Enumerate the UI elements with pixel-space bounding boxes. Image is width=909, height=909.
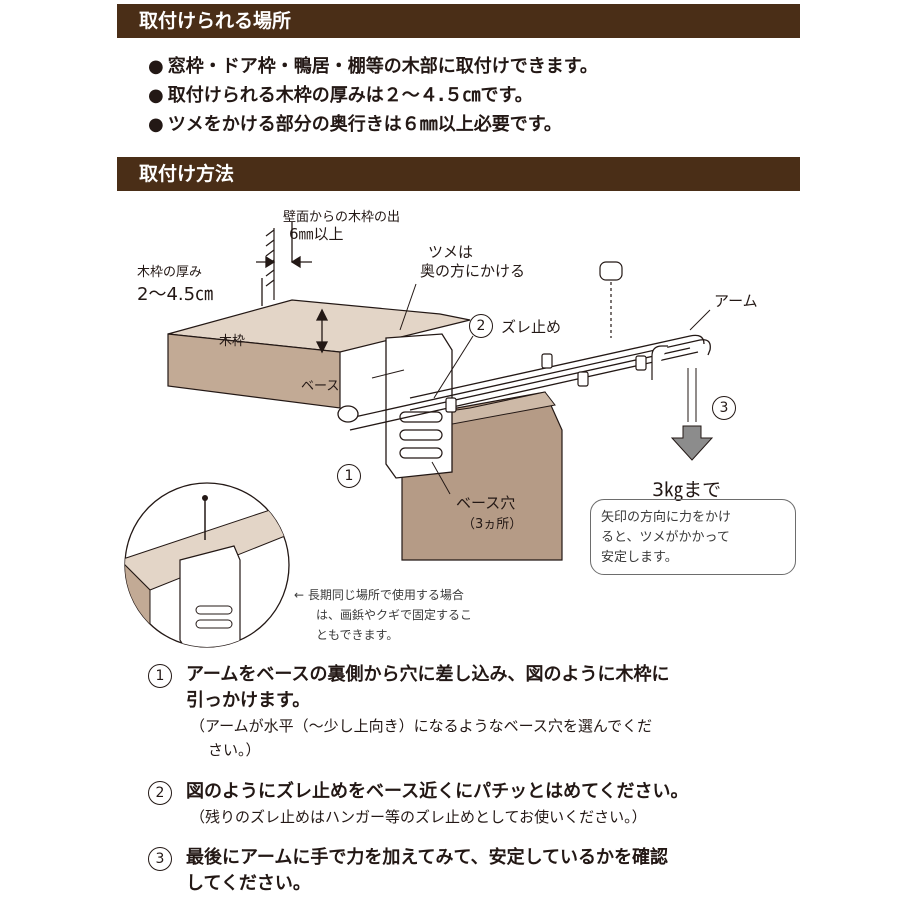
arm-label: アーム — [714, 292, 758, 310]
list-item: 取付けられる木枠の厚みは２～４.５㎝です。 — [148, 81, 598, 110]
step-marker-1: 1 — [337, 464, 361, 488]
list-item: ツメをかける部分の奥行きは６㎜以上必要です。 — [148, 110, 598, 139]
stoppers — [445, 353, 647, 413]
thickness-dimension — [261, 278, 329, 354]
step-2: 2 図のようにズレ止めをベース近くにパチッとはめてください。 （残りのズレ止めは… — [148, 779, 808, 829]
section-title: 取付けられる場所 — [139, 10, 292, 32]
frame-label: 木枠 — [219, 334, 246, 349]
step-text: アームをベースの裏側から穴に差し込み、図のように木枠に — [186, 664, 670, 685]
load-limit: 3㎏まで — [652, 479, 722, 501]
detail-inset — [124, 482, 290, 648]
claw-label-line2: 奥の方にかける — [420, 262, 526, 280]
step-subtext: （残りのズレ止めはハンガー等のズレ止めとしてお使いください。） — [190, 808, 647, 826]
side-note-line: は、画鋲やクギで固定するこ — [316, 608, 473, 622]
location-bullet-list: 窓枠・ドア枠・鴨居・棚等の木部に取付けできます。 取付けられる木枠の厚みは２～４… — [148, 52, 598, 139]
base-label: ベース — [301, 379, 340, 394]
section-header-location: 取付けられる場所 — [117, 4, 800, 38]
step-text: 最後にアームに手で力を加えてみて、安定しているかを確認 — [186, 847, 669, 868]
note-line: ると、ツメがかかって — [601, 530, 730, 545]
step-number: 2 — [148, 781, 172, 805]
hole-count: （3ヵ所） — [462, 517, 523, 532]
base-holes — [399, 411, 443, 459]
hole-label: ベース穴 — [456, 494, 516, 512]
step-subtext: （アームが水平（～少し上向き）になるようなベース穴を選んでくだ — [190, 717, 653, 735]
list-item: 窓枠・ドア枠・鴨居・棚等の木部に取付けできます。 — [148, 52, 598, 81]
side-note-line: ともできます。 — [316, 628, 399, 642]
section-title: 取付け方法 — [139, 163, 235, 185]
step-number: 3 — [148, 847, 172, 871]
side-note: ← 長期同じ場所で使用する場合 は、画鋲やクギで固定するこ ともできます。 — [294, 585, 472, 645]
step-marker-3: 3 — [712, 396, 736, 420]
wood-frame-front — [167, 333, 341, 409]
thickness-label: 木枠の厚み — [137, 265, 203, 280]
step-1: 1 アームをベースの裏側から穴に差し込み、図のように木枠に 引っかけます。 （ア… — [148, 662, 808, 762]
note-callout: 矢印の方向に力をかけ ると、ツメがかかって 安定します。 — [590, 499, 796, 575]
thickness-value: 2～4.5㎝ — [137, 284, 214, 305]
base-plate — [385, 333, 453, 479]
depth-dimension — [256, 222, 312, 269]
down-arrow — [670, 368, 714, 461]
claw-label-line1: ツメは — [428, 243, 474, 261]
note-line: 矢印の方向に力をかけ — [601, 510, 732, 525]
wall-depth-value: 6㎜以上 — [289, 225, 344, 243]
stopper-label: ズレ止め — [501, 318, 562, 336]
step-subtext: さい。） — [208, 741, 261, 759]
step-text: してください。 — [186, 873, 311, 894]
step-3: 3 最後にアームに手で力を加えてみて、安定しているかを確認 してください。 — [148, 845, 808, 897]
section-header-method: 取付け方法 — [117, 157, 800, 191]
step-text: 図のようにズレ止めをベース近くにパチッとはめてください。 — [186, 781, 689, 802]
wall-depth-label: 壁面からの木枠の出 — [283, 210, 401, 225]
leader-lines — [371, 283, 711, 495]
note-line: 安定します。 — [601, 550, 678, 565]
installation-diagram — [124, 222, 714, 648]
side-note-line: ← 長期同じ場所で使用する場合 — [294, 588, 464, 602]
step-text: 引っかけます。 — [186, 690, 311, 711]
step-number: 1 — [148, 664, 172, 688]
step-marker-2: 2 — [469, 314, 493, 338]
hook-part — [599, 261, 668, 380]
